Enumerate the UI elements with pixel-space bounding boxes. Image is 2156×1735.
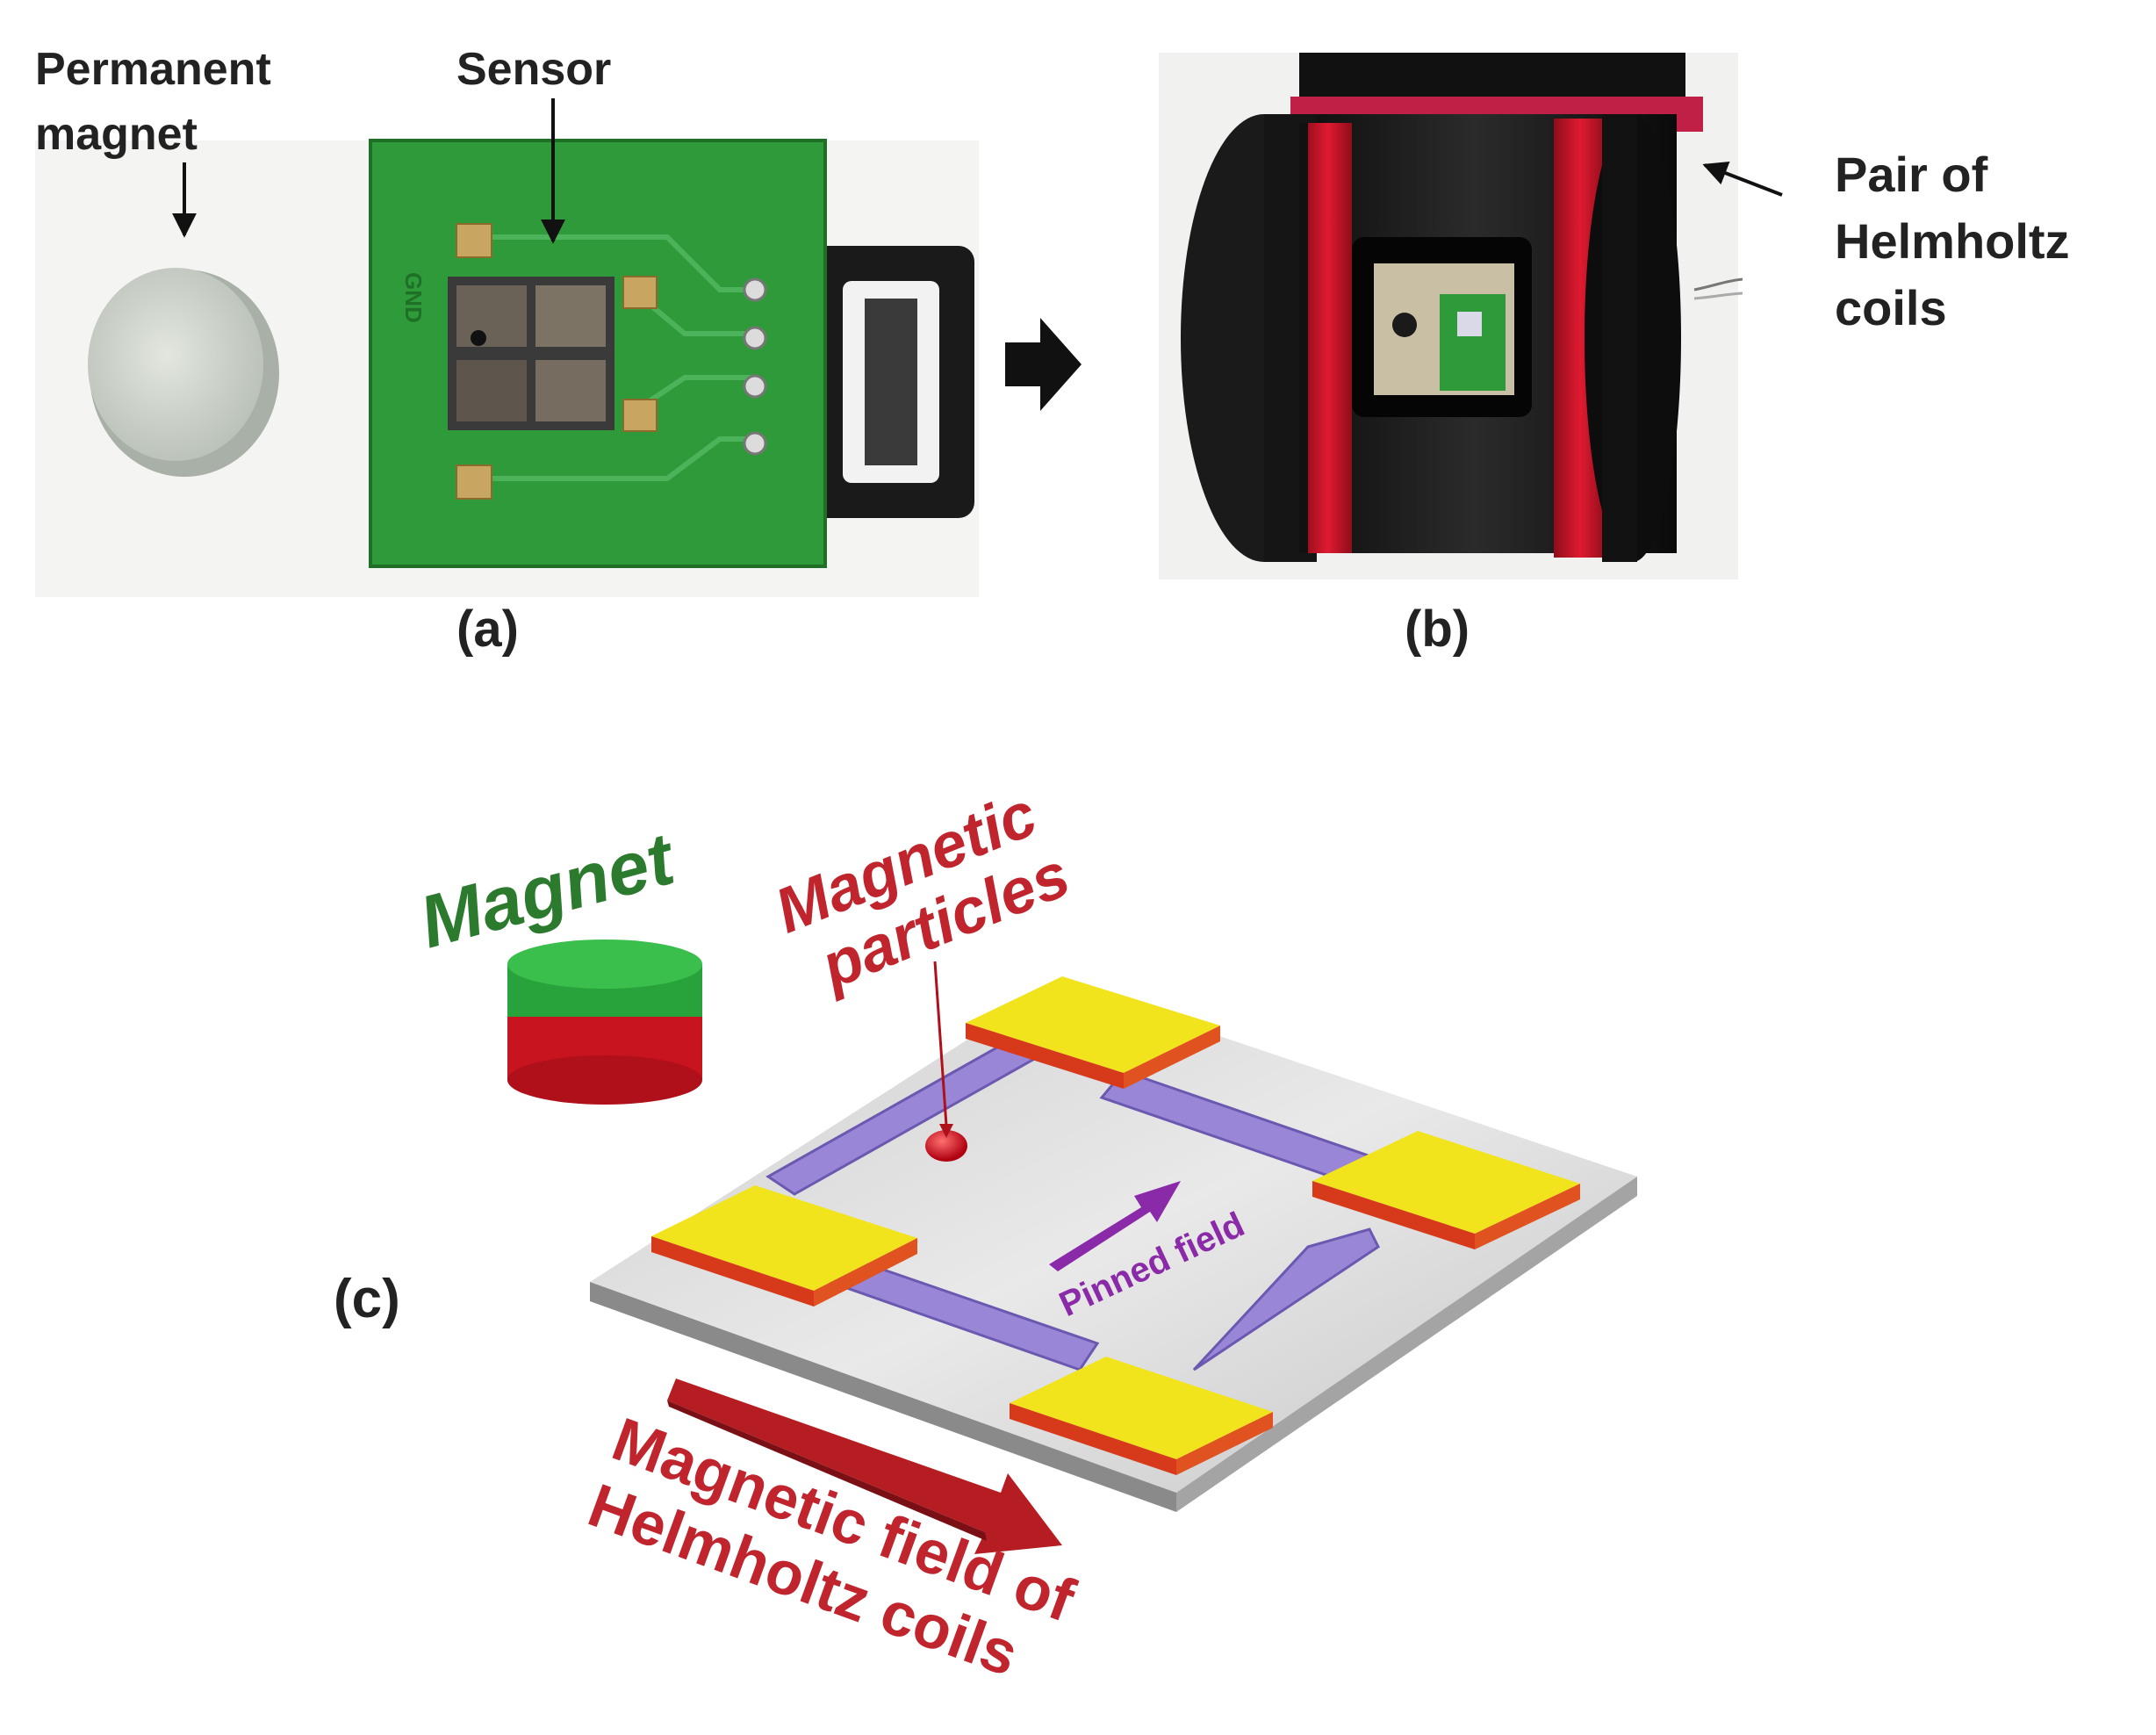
panel-a-label: (a) bbox=[456, 601, 519, 658]
sensor-chip bbox=[448, 277, 614, 430]
contact-pad-right bbox=[1312, 1131, 1580, 1249]
permanent-magnet-label: Permanent magnet bbox=[35, 44, 284, 160]
contact-pad-top bbox=[966, 976, 1220, 1089]
magnetic-particles-label: Magnetic particles bbox=[765, 773, 1088, 1011]
magnet-label: Magnet bbox=[411, 817, 684, 964]
contact-pad-left bbox=[651, 1185, 917, 1307]
helmholtz-coils-arrow bbox=[1702, 162, 1783, 197]
coil-lead-wire bbox=[1693, 292, 1743, 300]
magnet-cylinder bbox=[507, 939, 702, 1105]
coil-sensor-window bbox=[1352, 237, 1532, 417]
right-helmholtz-coil bbox=[1554, 114, 1681, 562]
magnetic-particle-pointer-head bbox=[939, 1124, 953, 1138]
pinned-field-arrow bbox=[1049, 1181, 1181, 1271]
pcb-header-pins bbox=[743, 277, 767, 456]
bridge-resistor-strips bbox=[765, 1039, 1381, 1371]
pcb-gold-pads bbox=[456, 223, 658, 500]
helmholtz-coils-label: Pair of Helmholtz coils bbox=[1835, 147, 2083, 335]
helmholtz-field-arrow bbox=[667, 1379, 1062, 1554]
panel-c-label: (c) bbox=[334, 1269, 400, 1329]
magnetic-particle-pointer bbox=[933, 961, 948, 1127]
panel-c: Magnet bbox=[334, 773, 1637, 1689]
transition-arrow bbox=[1005, 318, 1082, 411]
permanent-magnet-disc bbox=[88, 268, 279, 477]
magnetic-particle bbox=[925, 1130, 967, 1162]
contact-pad-bottom bbox=[1010, 1357, 1273, 1475]
substrate-plate bbox=[590, 982, 1637, 1512]
coil-lead-wire bbox=[1693, 277, 1743, 292]
pcb-cable-connector bbox=[808, 246, 974, 518]
pcb-silkscreen-text: GND bbox=[400, 272, 427, 323]
panel-b: Pair of Helmholtz coils (b) bbox=[1159, 53, 2083, 658]
sensor-pcb-board: GND bbox=[369, 139, 827, 568]
left-helmholtz-coil bbox=[1181, 114, 1352, 562]
panel-b-label: (b) bbox=[1405, 601, 1470, 658]
resistor-strip-bottom-right bbox=[1192, 1227, 1380, 1371]
panel-a: GND bbox=[35, 44, 979, 658]
sensor-label: Sensor bbox=[456, 44, 611, 95]
